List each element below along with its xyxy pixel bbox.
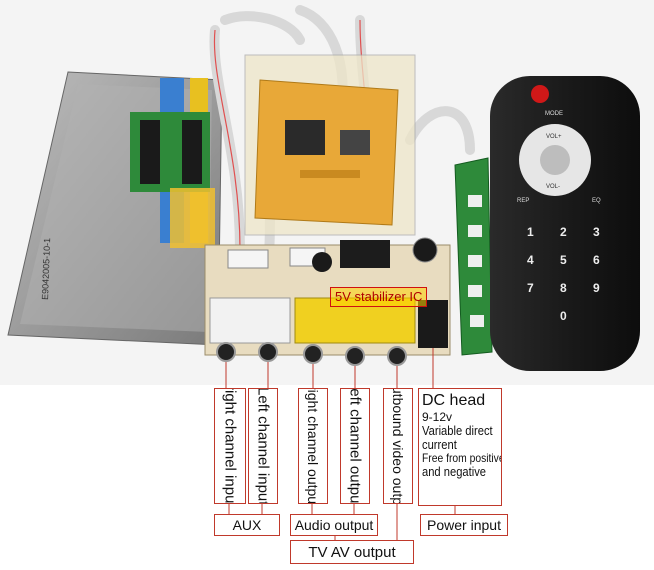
remote-digit-1: 1 [527,225,534,239]
dc-head-line1: Variable direct [422,423,493,438]
leader-lines [225,348,456,540]
tv-av-output-group-label: TV AV output [290,540,414,564]
lcd-flex-cable [130,78,215,248]
remote-vol-plus-label: VOL+ [546,134,562,140]
remote-digit-2: 2 [560,225,567,239]
button-strip-pcb [454,157,493,356]
dc-head-title: DC head [422,392,486,409]
remote-number-pad: 1 2 3 4 5 6 7 8 9 0 [527,225,600,323]
remote-digit-4: 4 [527,253,534,267]
left-channel-output-label: left channel output [340,388,370,504]
power-button [531,85,549,103]
dc-head-line4: and negative [422,464,487,479]
remote-eq-label: EQ [592,198,601,204]
outbound-video-output-label: Outbound video output [383,388,413,504]
right-channel-input-label: right channel input [214,388,246,504]
lcd-print-text: E9042005-10-1 [40,238,52,300]
dc-head-line2: current [422,437,457,452]
audio-output-group-label: Audio output [290,514,378,536]
dc-head-label: DC head 9-12v Variable direct current Fr… [418,388,502,506]
remote-control: MODE VOL+ VOL- REP EQ 1 2 3 4 5 6 7 8 9 0 [490,76,640,371]
remote-digit-3: 3 [593,225,600,239]
remote-mode-label: MODE [545,111,563,117]
power-input-group-label: Power input [420,514,508,536]
remote-digit-8: 8 [560,281,567,295]
remote-vol-minus-label: VOL- [546,184,560,190]
remote-digit-6: 6 [593,253,600,267]
dc-head-line3: Free from positive [422,451,502,465]
decoder-board [244,54,416,236]
remote-rep-label: REP [517,198,529,204]
stabilizer-ic-callout: 5V stabilizer IC [330,287,428,307]
remote-digit-9: 9 [593,281,600,295]
remote-digit-5: 5 [560,253,567,267]
remote-digit-7: 7 [527,281,534,295]
right-channel-output-label: right channel output [298,388,328,504]
left-channel-input-label: Left channel input [248,388,278,504]
aux-group-label: AUX [214,514,280,536]
dc-head-voltage: 9-12v [422,410,453,424]
remote-digit-0: 0 [560,309,567,323]
